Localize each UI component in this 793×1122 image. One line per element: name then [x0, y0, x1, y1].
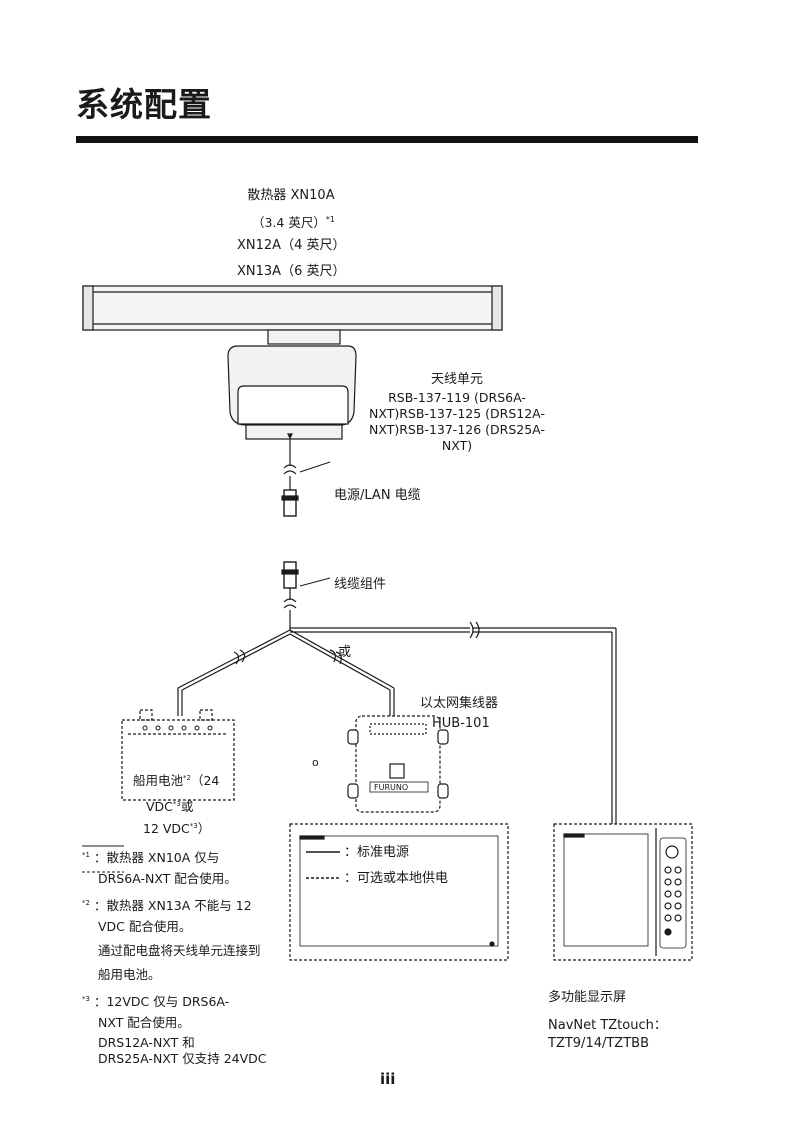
footnote-line: DRS25A-NXT 仅支持 24VDC [98, 1051, 267, 1066]
page-number: iii [380, 1070, 396, 1088]
note-mark-3b: *3 [189, 822, 198, 830]
branch-cables [177, 621, 617, 824]
antenna-unit-title: 天线单元 [431, 372, 484, 387]
footnote-text: ：12VDC 仅与 DRS6A- [93, 994, 230, 1010]
radiator-label-3: XN12A（4 英尺） [237, 238, 346, 253]
footnote-line: DRS6A-NXT 配合使用。 [98, 871, 237, 886]
antenna-unit-housing [227, 329, 357, 440]
battery-text-2b: 或 [180, 799, 194, 815]
radiator-array [82, 285, 503, 331]
battery-line-1: 船用电池*2（24 [133, 770, 219, 789]
battery-text-3: 12 VDC [143, 821, 190, 837]
hub-model: HUB-101 [432, 716, 490, 731]
battery-text-1b: （24 [190, 773, 220, 789]
cable-assembly [281, 561, 331, 630]
page-title: 系统配置 [76, 85, 212, 124]
footnote-text: ：散热器 XN10A 仅与 [93, 850, 220, 866]
battery-line-2: VDC*3或 [146, 796, 193, 815]
hub-panel-label: FURUNO [374, 783, 408, 792]
mfd-tall [553, 823, 693, 961]
footnote-line: *3 ：12VDC 仅与 DRS6A- [82, 991, 282, 1015]
radiator-size-xn10a: （3.4 英尺） [252, 215, 326, 231]
mfd-line-3: TZT9/14/TZTBB [548, 1036, 649, 1051]
mfd-wide [289, 823, 509, 961]
battery-line-3: 12 VDC*3） [143, 818, 210, 837]
power-lan-cable [281, 439, 331, 517]
note-mark-2: *2 [183, 774, 191, 782]
footnote-mark: *2 [82, 899, 90, 907]
title-rule [76, 136, 698, 143]
radiator-label-4: XN13A（6 英尺） [237, 264, 346, 279]
legend-optional-power: ：可选或本地供电 [344, 871, 449, 886]
radiator-label-2: （3.4 英尺）*1 [252, 212, 335, 231]
footnote-line: 船用电池。 [98, 967, 161, 982]
marine-battery [121, 709, 235, 801]
note-mark-1: *1 [325, 215, 335, 224]
battery-text-2: VDC [146, 799, 173, 815]
battery-text-3b: ） [197, 821, 211, 837]
legend-standard-power: ：标准电源 [344, 845, 410, 860]
mfd-title: 多功能显示屏 [548, 990, 627, 1005]
radiator-label-1: 散热器 XN10A [247, 188, 335, 203]
note-mark-3a: *3 [172, 800, 181, 808]
or-label: 或 [338, 645, 352, 660]
footnote-line: DRS12A-NXT 和 [98, 1035, 195, 1050]
footnote-line: *2 ：散热器 XN13A 不能与 12 [82, 895, 282, 919]
antenna-unit-models: RSB-137-119 (DRS6A- NXT)RSB-137-125 (DRS… [369, 390, 545, 453]
footnotes: *1 ：散热器 XN10A 仅与 DRS6A-NXT 配合使用。 *2 ：散热器… [82, 847, 282, 1067]
footnote-mark: *1 [82, 851, 90, 859]
dot-mark: o [312, 756, 319, 769]
legend-lines [306, 851, 340, 879]
hub-title: 以太网集线器 [420, 696, 499, 711]
footnote-line: *1 ：散热器 XN10A 仅与 [82, 847, 282, 871]
footnote-line: 通过配电盘将天线单元连接到 [98, 943, 261, 958]
mfd-line-2: NavNet TZtouch： [548, 1018, 667, 1033]
power-lan-cable-label: 电源/LAN 电缆 [334, 488, 421, 503]
footnote-text: ：散热器 XN13A 不能与 12 [93, 898, 252, 914]
footnote-mark: *3 [82, 995, 90, 1003]
footnote-line: VDC 配合使用。 [98, 919, 192, 934]
battery-text-1: 船用电池 [133, 773, 184, 789]
footnote-line: NXT 配合使用。 [98, 1015, 190, 1030]
ethernet-hub [347, 715, 449, 813]
cable-assembly-label: 线缆组件 [334, 577, 387, 592]
